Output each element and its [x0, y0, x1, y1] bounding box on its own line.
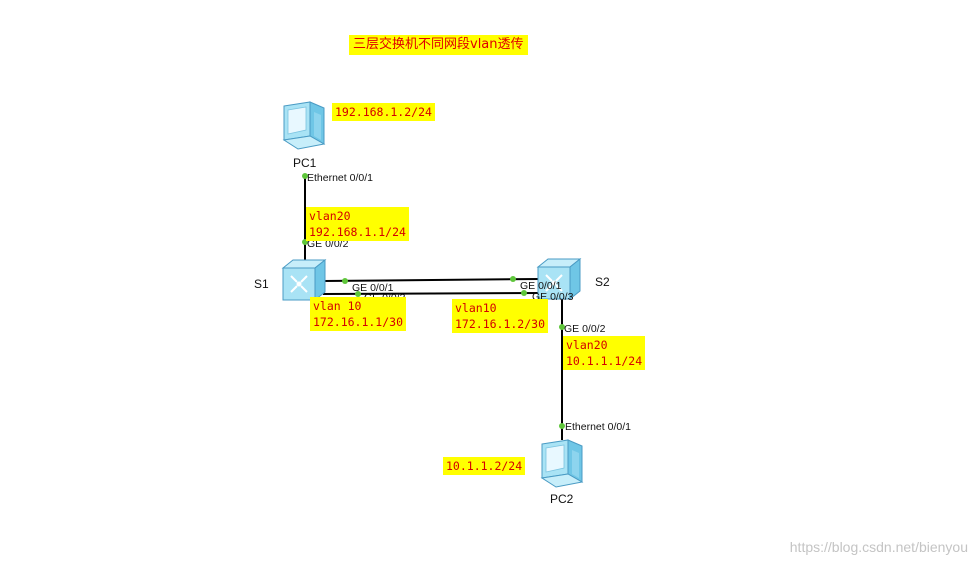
s1-vlan20-note: vlan20 192.168.1.1/24: [306, 207, 409, 241]
s1-vlan20-ip: 192.168.1.1/24: [309, 225, 406, 239]
pc1-icon[interactable]: [282, 101, 326, 150]
s2-vlan20-ip: 10.1.1.1/24: [566, 354, 643, 368]
pc2-icon[interactable]: [540, 439, 584, 488]
port-label-pc2-eth: Ethernet 0/0/1: [565, 421, 631, 433]
pc1-ip: 192.168.1.2/24: [335, 105, 432, 119]
s1-switch-icon[interactable]: [281, 258, 327, 302]
port-dot-pc2-eth: [559, 423, 565, 429]
s2-vlan20-name: vlan20: [566, 338, 608, 352]
s1-label: S1: [254, 277, 269, 291]
port-label-s1-ge001: GE 0/0/1: [352, 282, 394, 294]
pc2-label: PC2: [550, 492, 574, 506]
port-dot-s1-ge002: [302, 239, 308, 245]
pc2-ip-note: 10.1.1.2/24: [443, 457, 526, 475]
s2-switch-icon[interactable]: [536, 257, 582, 301]
s1-vlan10-ip: 172.16.1.1/30: [313, 315, 404, 329]
port-dot-s2-ge002: [559, 324, 565, 330]
port-dot-s1-ge003: [355, 291, 361, 297]
link-s1-s2-ge001: [322, 278, 541, 282]
port-label-s2-ge001: GE 0/0/1: [520, 280, 562, 292]
s1-vlan20-name: vlan20: [309, 209, 351, 223]
port-dot-pc1-eth: [302, 173, 308, 179]
port-dot-s2-ge003: [521, 290, 527, 296]
pc1-ip-note: 192.168.1.2/24: [332, 103, 435, 121]
s2-label: S2: [595, 275, 610, 289]
port-label-s2-ge002: GE 0/0/2: [564, 323, 606, 335]
port-dot-s2-ge001: [510, 276, 516, 282]
s2-vlan10-note: vlan10 172.16.1.2/30: [452, 299, 549, 333]
s2-vlan20-note: vlan20 10.1.1.1/24: [563, 336, 646, 370]
s2-vlan10-name: vlan10: [455, 301, 497, 315]
diagram-title: 三层交换机不同网段vlan透传: [349, 35, 528, 55]
port-label-s1-ge002: GE 0/0/2: [307, 238, 349, 250]
s2-vlan10-ip: 172.16.1.2/30: [455, 317, 546, 331]
s1-vlan10-note: vlan 10 172.16.1.1/30: [310, 297, 407, 331]
port-dot-s1-ge001: [342, 278, 348, 284]
watermark: https://blog.csdn.net/bienyou: [789, 539, 968, 555]
port-label-pc1-eth: Ethernet 0/0/1: [307, 172, 373, 184]
s1-vlan10-name: vlan 10: [313, 299, 362, 313]
pc1-label: PC1: [293, 156, 317, 170]
pc2-ip: 10.1.1.2/24: [446, 459, 523, 473]
